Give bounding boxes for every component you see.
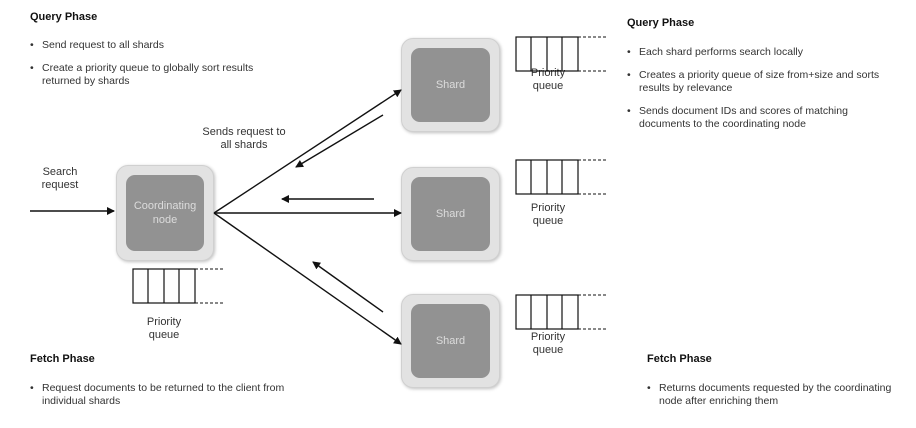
right-fetch-phase-list: Returns documents requested by the coord… (647, 382, 892, 418)
priority-queue-label-bottom: Priority queue (530, 331, 566, 356)
priority-queue-top (515, 36, 608, 72)
priority-queue-coordinator (132, 268, 225, 304)
list-item: Create a priority queue to globally sort… (30, 62, 270, 88)
search-request-label: Search request (41, 166, 79, 191)
priority-queue-middle (515, 159, 608, 195)
shard-node-middle: Shard (401, 167, 500, 261)
request-arrow-top (213, 89, 402, 214)
left-fetch-phase-heading: Fetch Phase (30, 353, 95, 365)
priority-queue-label-coordinator: Priority queue (146, 316, 182, 341)
left-query-phase-list: Send request to all shards Create a prio… (30, 39, 270, 98)
priority-queue-label-middle: Priority queue (530, 202, 566, 227)
shard-node-bottom: Shard (401, 294, 500, 388)
return-arrow-top (295, 114, 384, 168)
return-arrow-bottom (312, 261, 384, 313)
list-item: Send request to all shards (30, 39, 270, 52)
sends-request-label: Sends request to all shards (202, 126, 286, 151)
shard-node-top: Shard (401, 38, 500, 132)
right-query-phase-list: Each shard performs search locally Creat… (627, 46, 889, 141)
priority-queue-bottom (515, 294, 608, 330)
shard-node-label: Shard (411, 177, 490, 251)
list-item: Creates a priority queue of size from+si… (627, 69, 889, 95)
left-fetch-phase-list: Request documents to be returned to the … (30, 382, 330, 418)
list-item: Returns documents requested by the coord… (647, 382, 892, 408)
list-item: Request documents to be returned to the … (30, 382, 330, 408)
list-item: Each shard performs search locally (627, 46, 889, 59)
right-query-phase-heading: Query Phase (627, 17, 695, 29)
shard-node-label: Shard (411, 48, 490, 122)
coordinating-node-label: Coordinating node (126, 175, 204, 251)
shard-node-label: Shard (411, 304, 490, 378)
request-arrow-bottom (213, 212, 402, 345)
left-query-phase-heading: Query Phase (30, 11, 98, 23)
priority-queue-label-top: Priority queue (530, 67, 566, 92)
list-item: Sends document IDs and scores of matchin… (627, 105, 889, 131)
coordinating-node: Coordinating node (116, 165, 214, 261)
right-fetch-phase-heading: Fetch Phase (647, 353, 712, 365)
